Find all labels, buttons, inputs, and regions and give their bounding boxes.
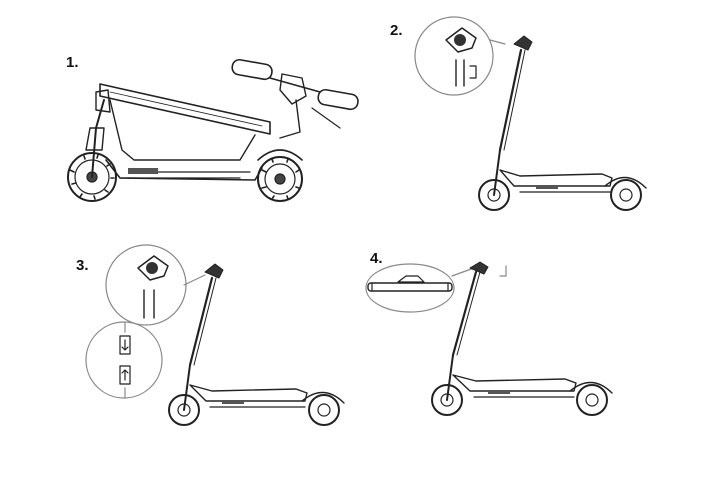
step-4-label: 4. [370,250,383,267]
step-4-handlebar-callout [365,263,455,313]
step-2-unfolded-scooter [414,16,647,211]
step-3-bottom-callout [85,321,163,399]
step-1-folded-scooter [67,58,359,202]
step-2-detail-callout [414,16,494,96]
step-4-complete-scooter [365,261,613,416]
step-3-unfolded-scooter [85,244,345,426]
step-2-label: 2. [390,22,403,39]
step-3-top-callout [105,244,187,326]
step-3-label: 3. [76,257,89,274]
step-1-handlebar [231,58,359,139]
step-1-front-wheel [67,152,117,202]
step-1-rear-wheel [257,149,303,202]
step-1-label: 1. [66,54,79,71]
